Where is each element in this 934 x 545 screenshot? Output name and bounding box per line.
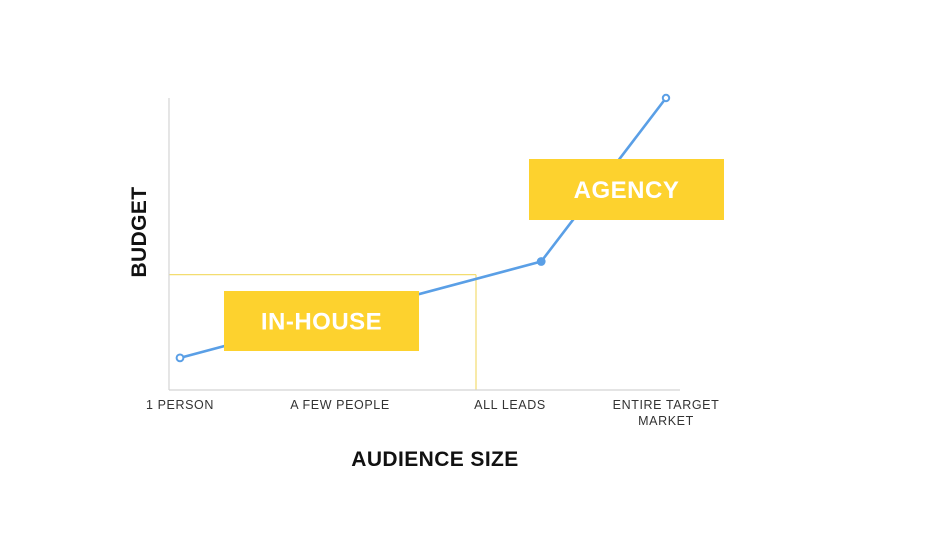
y-axis-title: BUDGET xyxy=(128,186,151,277)
x-tick-labels: 1 PERSON A FEW PEOPLE ALL LEADS ENTIRE TARG… xyxy=(146,398,719,428)
data-point xyxy=(536,257,546,266)
x-tick-label: ALL LEADS xyxy=(474,398,546,412)
data-point xyxy=(175,353,185,363)
x-axis-title: AUDIENCE SIZE xyxy=(351,448,518,471)
region-box xyxy=(529,159,724,220)
region-label: AGENCY xyxy=(574,177,680,204)
region-in-house: IN-HOUSE xyxy=(224,291,419,351)
region-box xyxy=(224,291,419,351)
x-tick-label: 1 PERSON xyxy=(146,398,214,412)
threshold-lines xyxy=(169,274,477,390)
x-tick-label: A FEW PEOPLE xyxy=(290,398,390,412)
region-agency: AGENCY xyxy=(529,159,724,220)
region-label: IN-HOUSE xyxy=(261,309,382,336)
region-labels: IN-HOUSE AGENCY xyxy=(224,159,724,351)
data-point xyxy=(661,93,671,103)
